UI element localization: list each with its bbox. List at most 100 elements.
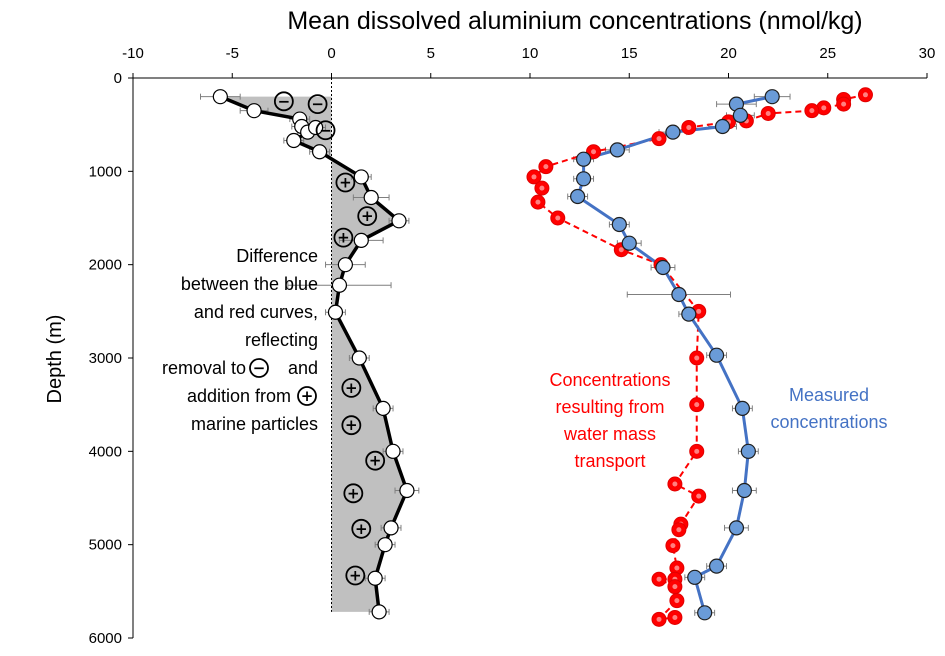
measured-point bbox=[671, 286, 687, 303]
addition-marker bbox=[341, 377, 362, 398]
measured-annotation: Measured concentrations bbox=[770, 385, 887, 432]
measured-point bbox=[697, 605, 713, 621]
measured-point bbox=[681, 306, 697, 322]
transport-annotation-line-4: transport bbox=[574, 451, 645, 471]
measured-annotation-line-2: concentrations bbox=[770, 412, 887, 432]
measured-point bbox=[736, 482, 752, 499]
removal-marker bbox=[307, 94, 328, 115]
transport-annotation: Concentrations resulting from water mass… bbox=[549, 370, 670, 471]
measured-point bbox=[714, 118, 731, 135]
transport-point-highlight bbox=[672, 614, 678, 620]
removal-marker bbox=[273, 91, 294, 112]
transport-point-highlight bbox=[543, 164, 549, 170]
transport-annotation-line-2: resulting from bbox=[555, 397, 664, 417]
y-tick-label: 6000 bbox=[89, 630, 122, 647]
y-tick-label: 5000 bbox=[89, 537, 122, 554]
transport-point-highlight bbox=[539, 185, 545, 191]
y-tick-label: 2000 bbox=[89, 257, 122, 274]
measured-point bbox=[687, 569, 703, 585]
transport-point-highlight bbox=[694, 448, 700, 454]
transport-point-highlight bbox=[694, 402, 700, 408]
difference-annotation-line-4: reflecting bbox=[245, 330, 318, 350]
transport-point-highlight bbox=[656, 616, 662, 622]
transport-point-highlight bbox=[672, 584, 678, 590]
measured-point bbox=[655, 259, 671, 276]
addition-marker bbox=[341, 415, 362, 436]
x-tick-label: 30 bbox=[919, 45, 936, 62]
difference-point bbox=[367, 570, 383, 586]
difference-annotation: Difference between the blue and red curv… bbox=[162, 246, 318, 434]
transport-point-highlight bbox=[656, 136, 662, 142]
measured-point bbox=[611, 216, 627, 233]
x-tick-label: 5 bbox=[427, 45, 435, 62]
difference-annotation-line-7: marine particles bbox=[191, 414, 318, 434]
difference-point bbox=[327, 304, 344, 320]
x-tick-label: -5 bbox=[226, 45, 239, 62]
measured-point bbox=[621, 235, 637, 251]
difference-point bbox=[351, 350, 367, 366]
y-tick-label: 4000 bbox=[89, 443, 122, 460]
transport-point-highlight bbox=[555, 215, 561, 221]
removal-marker-glyph: − bbox=[278, 92, 291, 110]
difference-annotation-line-2: between the blue bbox=[181, 274, 318, 294]
addition-marker-glyph: + bbox=[355, 520, 368, 538]
measured-point bbox=[734, 400, 750, 416]
transport-point-highlight bbox=[765, 110, 771, 116]
transport-point-highlight bbox=[674, 598, 680, 604]
measured-point bbox=[575, 171, 592, 187]
addition-marker bbox=[351, 518, 372, 539]
transport-point-highlight bbox=[841, 101, 847, 107]
measured-point bbox=[570, 188, 586, 205]
measured-point bbox=[708, 347, 725, 363]
difference-point bbox=[385, 443, 401, 459]
x-tick-label: 20 bbox=[720, 45, 737, 62]
measured-point bbox=[609, 142, 625, 158]
addition-marker-glyph: + bbox=[337, 229, 350, 247]
difference-point bbox=[353, 169, 369, 185]
transport-annotation-line-1: Concentrations bbox=[549, 370, 670, 390]
y-tick-label: 1000 bbox=[89, 163, 122, 180]
addition-marker bbox=[335, 172, 356, 193]
difference-point bbox=[246, 103, 262, 119]
addition-marker-glyph: + bbox=[339, 174, 352, 192]
difference-annotation-line-6: addition from bbox=[187, 386, 291, 406]
difference-point bbox=[212, 89, 228, 105]
difference-point bbox=[383, 520, 399, 536]
removal-marker bbox=[315, 120, 336, 141]
transport-point-highlight bbox=[535, 199, 541, 205]
difference-shading bbox=[220, 96, 407, 612]
transport-point-highlight bbox=[821, 105, 827, 111]
x-tick-label: 10 bbox=[522, 45, 539, 62]
addition-marker-glyph: + bbox=[345, 416, 358, 434]
difference-point bbox=[391, 213, 407, 229]
difference-point bbox=[286, 132, 302, 149]
transport-point-highlight bbox=[696, 308, 702, 314]
y-tick-label: 0 bbox=[114, 70, 122, 87]
annotation-minus-symbol: − bbox=[249, 358, 269, 378]
transport-point-highlight bbox=[670, 543, 676, 549]
difference-point bbox=[363, 189, 379, 206]
transport-point-highlight bbox=[618, 247, 624, 253]
difference-point bbox=[337, 257, 353, 273]
annotation-minus-glyph: − bbox=[253, 359, 266, 377]
addition-marker-glyph: + bbox=[361, 207, 374, 225]
transport-annotation-line-3: water mass bbox=[563, 424, 656, 444]
difference-annotation-line-5b: and bbox=[288, 358, 318, 378]
transport-point-highlight bbox=[862, 92, 868, 98]
transport-point-highlight bbox=[531, 174, 537, 180]
measured-point bbox=[732, 107, 749, 123]
transport-point-highlight bbox=[591, 149, 597, 155]
measured-point bbox=[665, 124, 681, 140]
annotation-plus-symbol: + bbox=[297, 386, 317, 406]
addition-marker bbox=[333, 227, 354, 248]
measured-point bbox=[740, 443, 756, 459]
x-tick-label: 25 bbox=[819, 45, 836, 62]
measured-annotation-line-1: Measured bbox=[789, 385, 869, 405]
measured-point bbox=[728, 520, 745, 536]
difference-annotation-line-5a: removal to bbox=[162, 358, 246, 378]
series-points bbox=[212, 87, 873, 627]
transport-series-line bbox=[532, 93, 866, 621]
difference-annotation-line-1: Difference bbox=[236, 246, 318, 266]
transport-point-highlight bbox=[656, 576, 662, 582]
transport-point-highlight bbox=[696, 493, 702, 499]
